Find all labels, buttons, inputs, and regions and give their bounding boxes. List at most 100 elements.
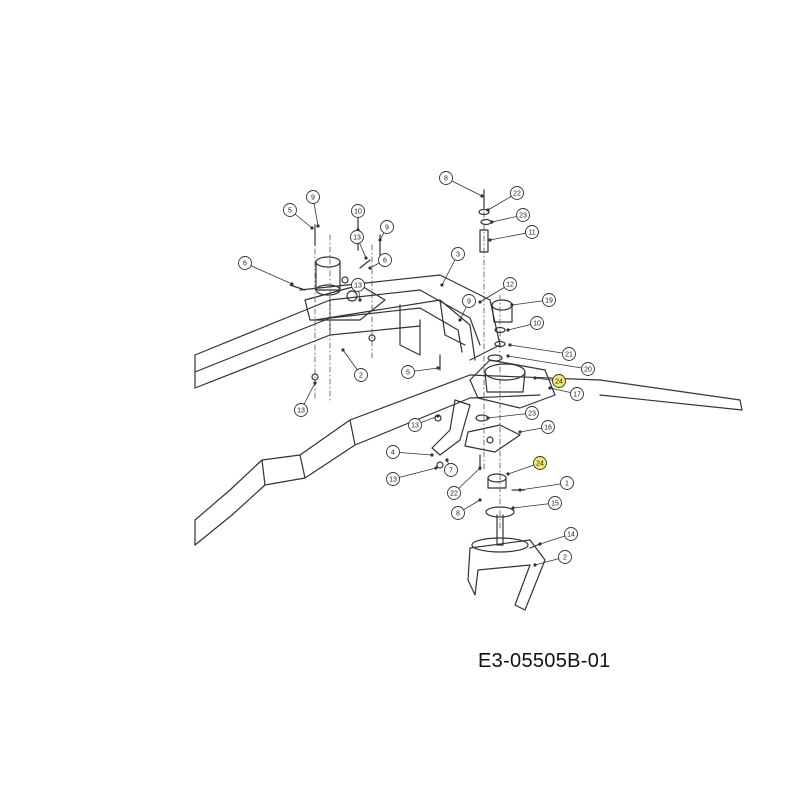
leader-tip (478, 466, 482, 470)
leader-tip (538, 542, 542, 546)
leader-tip (478, 300, 482, 304)
callout-balloon (564, 527, 578, 541)
spindle-bracket (467, 537, 546, 611)
callout-13: 13 (386, 472, 400, 486)
callout-number: 13 (354, 283, 362, 290)
callout-balloon (380, 220, 394, 234)
left-pivot-assembly (304, 256, 386, 321)
callout-number: 22 (513, 191, 521, 198)
callout-balloon (283, 203, 297, 217)
callout-number: 13 (411, 423, 419, 430)
callout-2: 2 (558, 550, 572, 564)
callout-balloon (439, 171, 453, 185)
leader-tip (434, 466, 438, 470)
leader-line (509, 344, 570, 355)
callout-balloon (560, 476, 574, 490)
leader-line (487, 412, 533, 419)
callout-balloon (401, 365, 415, 379)
leader-line (512, 502, 556, 509)
leader-tip (310, 226, 314, 230)
callout-number: 17 (573, 392, 581, 399)
callout-balloon (451, 506, 465, 520)
callout-number: 6 (243, 261, 247, 268)
callout-number: 1 (565, 481, 569, 488)
callout-number: 5 (406, 370, 410, 377)
callout-balloon (530, 316, 544, 330)
callout-14: 14 (564, 527, 578, 541)
callout-2: 2 (354, 368, 368, 382)
callout-16: 16 (541, 420, 555, 434)
callout-9: 9 (380, 220, 394, 234)
callout-balloon (386, 445, 400, 459)
leader-tip (511, 506, 515, 510)
callout-balloon (350, 230, 364, 244)
callout-10: 10 (530, 316, 544, 330)
callout-balloon (548, 496, 562, 510)
callout-number: 22 (450, 491, 458, 498)
callout-6: 6 (378, 253, 392, 267)
callout-4: 4 (386, 445, 400, 459)
callout-balloon (386, 472, 400, 486)
callout-balloon (238, 256, 252, 270)
callout-9: 9 (306, 190, 320, 204)
callout-22: 22 (510, 186, 524, 200)
leader-tip (341, 348, 345, 352)
callout-balloon (541, 420, 555, 434)
leader-tip (480, 194, 484, 198)
leader-tip (458, 318, 462, 322)
callout-balloon (444, 463, 458, 477)
callout-balloon (408, 418, 422, 432)
leader-tip (430, 453, 434, 457)
callout-number: 13 (297, 408, 305, 415)
callout-5: 5 (283, 203, 297, 217)
leader-tip (316, 224, 320, 228)
callout-balloon (558, 550, 572, 564)
leader-tip (364, 256, 368, 260)
callout-balloon (351, 278, 365, 292)
callout-balloon (542, 293, 556, 307)
leader-line (489, 231, 533, 241)
callout-3: 3 (451, 247, 465, 261)
leader-tip (445, 458, 449, 462)
leader-line (507, 355, 589, 370)
callout-22: 22 (447, 486, 461, 500)
leader-line (519, 482, 568, 491)
callout-number: 6 (383, 258, 387, 265)
callout-number: 13 (389, 477, 397, 484)
leader-tip (290, 282, 294, 286)
leader-tip (378, 238, 382, 242)
leader-tip (518, 430, 522, 434)
leader-tip (486, 416, 490, 420)
callout-21: 21 (562, 347, 576, 361)
callout-balloon (525, 225, 539, 239)
frame-rail-upper (194, 289, 481, 389)
leader-tip (506, 472, 510, 476)
leader-tip (533, 563, 537, 567)
callout-number: 23 (519, 213, 527, 220)
callout-number: 3 (456, 252, 460, 259)
callout-8: 8 (439, 171, 453, 185)
callout-13: 13 (294, 403, 308, 417)
callout-17: 17 (570, 387, 584, 401)
leader-tip (506, 354, 510, 358)
callout-number: 13 (353, 235, 361, 242)
callout-number: 9 (311, 195, 315, 202)
callout-balloon (581, 362, 595, 376)
hardware (289, 189, 541, 549)
leader-tip (548, 386, 552, 390)
callout-number: 2 (563, 555, 567, 562)
callout-number: 8 (444, 176, 448, 183)
callout-balloon (552, 374, 566, 388)
leader-tip (490, 220, 494, 224)
leader-tip (488, 238, 492, 242)
drawing-number: E3-05505B-01 (478, 650, 611, 672)
leader-tip (533, 376, 537, 380)
leader-tip (368, 266, 372, 270)
leader-tip (486, 208, 490, 212)
callout-number: 2 (359, 373, 363, 380)
callout-1: 1 (560, 476, 574, 490)
callout-number: 8 (456, 511, 460, 518)
callout-number: 21 (565, 352, 573, 359)
callout-11: 11 (525, 225, 539, 239)
